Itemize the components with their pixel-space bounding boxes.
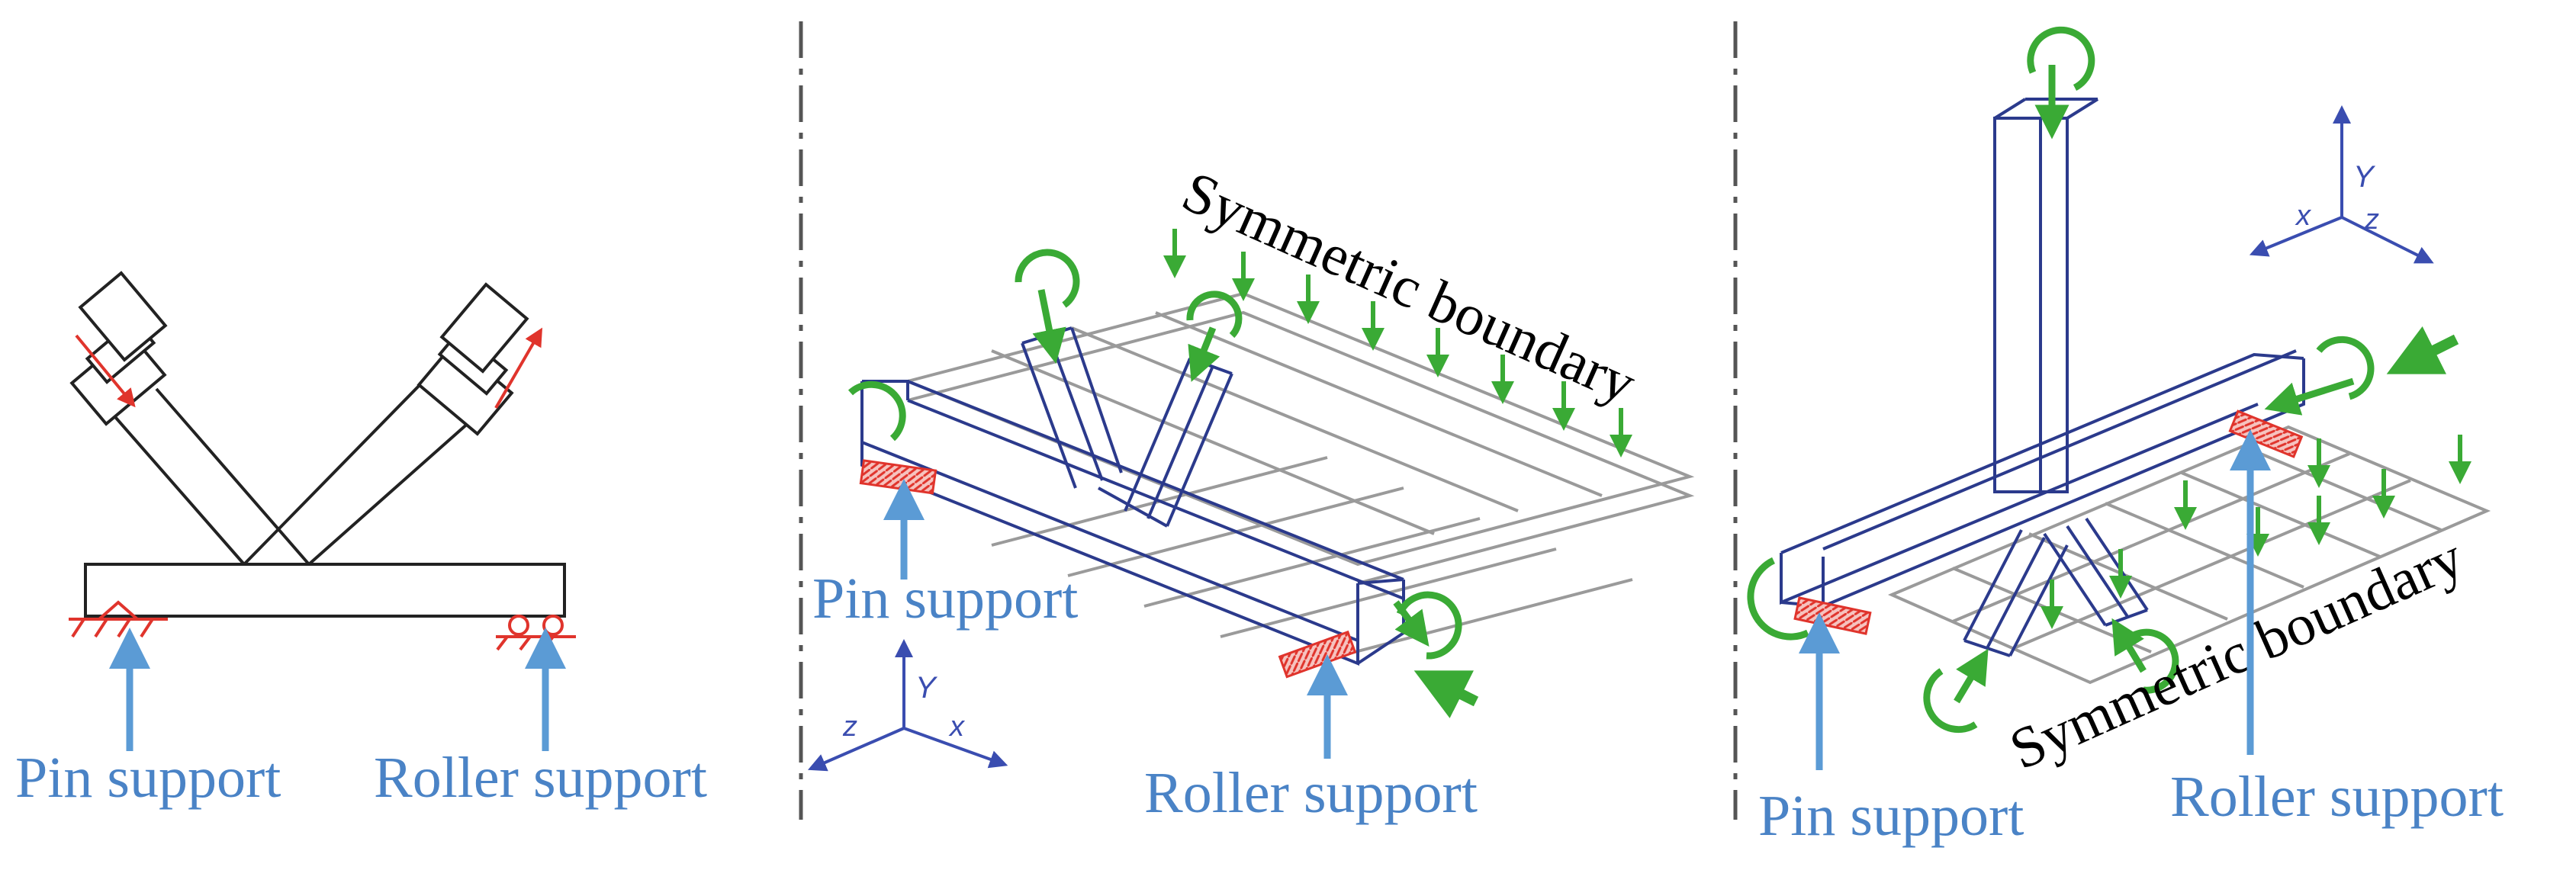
axis-y-label: Y [915,671,938,705]
roller-support-label: Roller support [374,746,707,810]
symmetric-boundary-label: Symmetric boundary [2001,525,2472,782]
axis-triad [807,639,1008,772]
pin-support-label: Pin support [15,746,281,810]
panel-3d-b: Symmetric boundary Y x z Pin support Rol… [1747,26,2504,848]
rotation-restraints [847,249,1462,660]
roller-support-pad [1278,630,1357,679]
axis-y-label: Y [2353,160,2376,194]
right-load-arrow [494,327,543,409]
chord-member [84,563,566,618]
panel-2d: Pin support Roller support [15,271,707,810]
axis-z-label: z [2364,204,2379,236]
right-brace-tube [243,282,529,566]
axial-load-arrow [2386,326,2459,374]
axis-x-label: x [2295,200,2312,232]
roller-support-symbol [496,615,576,651]
left-brace-tube [69,271,310,566]
vertical-loads [1163,229,1632,458]
axis-triad [2249,105,2434,264]
vertical-loads [2041,435,2471,629]
pin-support-pad [859,459,937,495]
axis-x-label: x [948,711,966,743]
roller-support-pad [2228,409,2304,458]
pin-support-label: Pin support [812,567,1078,631]
axis-z-label: z [842,711,857,743]
brace-members [1021,326,1233,528]
axial-load-arrow [1413,670,1479,718]
pin-support-label: Pin support [1758,784,2024,848]
rotation-restraints [1747,26,2375,734]
roller-support-label: Roller support [2170,765,2504,829]
column-member [1993,98,2099,493]
brace-members [1963,517,2149,657]
roller-support-label: Roller support [1144,761,1478,825]
left-load-arrow [75,334,136,408]
panel-3d-a: Symmetric boundary Y z x Pin support Rol… [807,159,1695,825]
